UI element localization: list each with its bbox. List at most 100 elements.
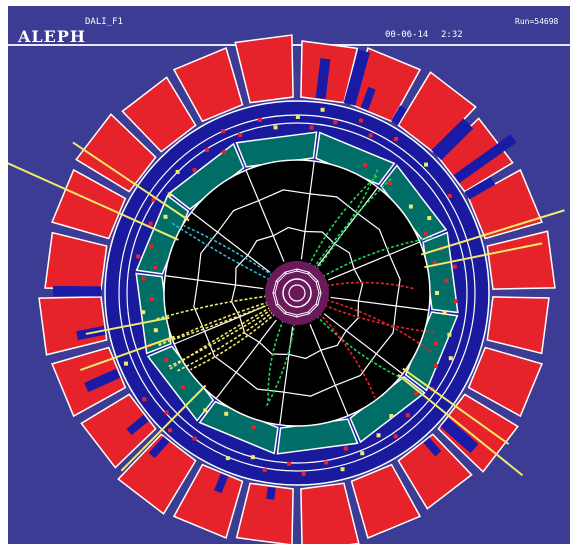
energy-tower: [266, 486, 276, 500]
energy-tower: [126, 414, 149, 436]
jet-line: [79, 335, 175, 371]
hcal-module: [397, 71, 477, 153]
calo-hit: [405, 413, 410, 418]
tpc-sector-edge: [165, 275, 264, 290]
calo-hit: [388, 181, 393, 186]
calo-hit: [333, 120, 338, 125]
ecal-module: [422, 231, 459, 314]
tpc-inner-sector: [247, 235, 274, 256]
particle-track: [156, 292, 298, 346]
view-label: DALI_F1: [85, 17, 123, 27]
tpc-outer-sector: [375, 305, 397, 355]
experiment-title: ALEPH: [18, 27, 87, 46]
energy-tower: [343, 49, 370, 106]
detector-event-view: [8, 34, 565, 544]
hcal-module: [486, 230, 556, 290]
jet-line: [424, 242, 543, 269]
energy-tower: [423, 437, 442, 457]
calo-hit: [447, 193, 452, 198]
calo-hit: [148, 221, 153, 226]
calo-hit: [257, 117, 262, 122]
hcal-module: [121, 76, 197, 153]
calo-hit: [167, 192, 172, 197]
energy-tower: [464, 176, 496, 200]
jet-line: [85, 316, 170, 335]
jet-energy-lines: [8, 141, 565, 477]
hcal-module: [44, 231, 108, 290]
tpc-sector-edge: [323, 313, 403, 375]
particle-track: [296, 174, 379, 294]
calo-hit: [393, 137, 398, 142]
hcal-module: [51, 168, 127, 240]
particle-track: [176, 292, 298, 373]
tpc-sector-edge: [191, 211, 271, 273]
calo-hit: [153, 328, 158, 333]
calo-hit: [141, 276, 146, 281]
ecal-module: [135, 272, 172, 355]
calo-hit: [444, 278, 449, 283]
tpc-outer-sector: [309, 193, 359, 215]
tpc-outer-sector: [193, 279, 206, 332]
jet-line: [420, 209, 565, 256]
energy-tower: [148, 436, 170, 459]
hcal-module: [467, 346, 543, 418]
tpc-inner-sector: [353, 268, 364, 302]
ecal-module: [198, 400, 279, 455]
particle-track: [166, 292, 298, 369]
calo-hit: [452, 264, 457, 269]
calo-hit: [142, 397, 147, 402]
calo-hit: [203, 408, 208, 413]
vdet-core: [288, 284, 306, 302]
tpc-inner-sector: [334, 243, 355, 270]
tpc-outer-sector: [235, 371, 285, 393]
beam-pipe-region: [265, 261, 329, 325]
calo-hit: [393, 434, 398, 439]
calo-hit: [164, 358, 169, 363]
calo-hit: [273, 125, 278, 130]
tpc-inner-sector: [239, 316, 260, 343]
tpc-sector-edge: [300, 161, 315, 260]
energy-tower: [315, 58, 331, 100]
calo-hit: [192, 168, 197, 173]
calo-hit: [363, 162, 368, 167]
tpc-sector-edge: [309, 324, 349, 417]
calo-hit: [150, 296, 155, 301]
calo-hit: [163, 214, 168, 219]
ecal-module: [135, 194, 190, 275]
calo-hit: [442, 310, 447, 315]
calo-hit: [448, 356, 453, 361]
jet-line: [402, 367, 510, 445]
calo-hit: [164, 410, 169, 415]
calo-hit: [423, 231, 428, 236]
calo-hit: [360, 451, 365, 456]
calo-hit: [424, 162, 429, 167]
tpc-sector-edge: [330, 296, 429, 311]
particle-track: [296, 167, 380, 294]
tpc-sector-edge: [245, 169, 285, 262]
calo-hit: [408, 204, 413, 209]
calo-hit: [433, 364, 438, 369]
calo-hit: [309, 125, 314, 130]
calo-hit: [141, 310, 146, 315]
energy-tower: [391, 105, 407, 125]
calo-hit: [151, 197, 156, 202]
tpc-outer-sector: [357, 213, 390, 255]
calo-hit: [136, 254, 141, 259]
particle-track: [296, 281, 416, 294]
tpc-outer-sector: [388, 254, 401, 307]
tpc-outer-sector: [217, 200, 259, 233]
ecal-module: [235, 131, 318, 168]
hcal-module: [117, 433, 197, 515]
particle-track: [267, 292, 298, 402]
calo-hit: [432, 260, 437, 265]
jet-line: [72, 141, 190, 222]
calo-hit: [301, 471, 306, 476]
tpc-outer-sector: [258, 189, 311, 202]
calo-hit: [453, 299, 458, 304]
calo-hit: [389, 414, 394, 419]
hcal-module: [38, 296, 108, 356]
calo-hit: [238, 132, 243, 137]
calo-hit: [250, 455, 255, 460]
calo-hit: [435, 291, 439, 295]
calo-hit: [204, 147, 209, 152]
